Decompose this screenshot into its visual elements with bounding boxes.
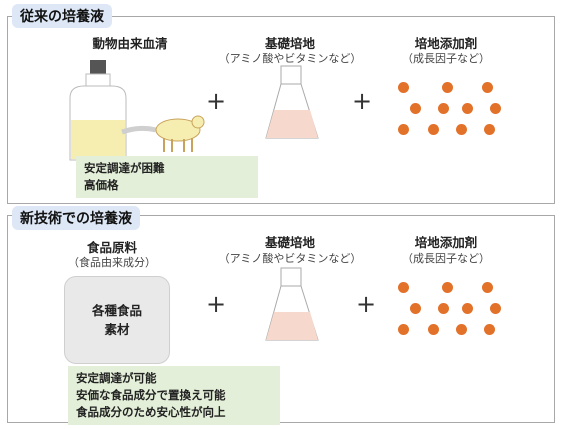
growth-factor-dot	[428, 324, 439, 335]
growth-factor-dot	[462, 303, 473, 314]
plus-sign: +	[205, 290, 227, 318]
conventional-note-line-1: 安定調達が困難	[84, 161, 165, 175]
growth-factor-dot	[410, 103, 421, 114]
growth-factor-dot	[482, 82, 493, 93]
food-material-line-1: 各種食品	[91, 303, 142, 318]
growth-factor-dot	[442, 282, 453, 293]
growth-factor-dot	[462, 103, 473, 114]
additive-sub: （成長因子など）	[402, 52, 490, 65]
food-raw-heading: 食品原料	[86, 240, 138, 255]
additive-sub: （成長因子など）	[402, 252, 490, 265]
growth-factor-dot	[456, 324, 467, 335]
conventional-tag: 従来の培養液	[12, 4, 112, 28]
growth-factor-dot	[456, 124, 467, 135]
growth-factor-dot	[398, 282, 409, 293]
growth-factor-dot	[442, 82, 453, 93]
basal-medium-sub: （アミノ酸やビタミンなど）	[218, 252, 362, 265]
new-tech-tag: 新技術での培養液	[12, 206, 140, 230]
flask-icon	[265, 267, 319, 341]
growth-factor-dot	[484, 324, 495, 335]
growth-factor-dot	[482, 282, 493, 293]
growth-factor-dot	[490, 303, 501, 314]
food-material-box: 各種食品 素材	[64, 276, 170, 364]
additive-heading: 培地添加剤	[414, 235, 478, 250]
plus-sign: +	[355, 290, 377, 318]
new-tech-note-line-2: 安価な食品成分で置換え可能	[76, 388, 226, 402]
new-tech-note-line-1: 安定調達が可能	[76, 371, 157, 385]
serum-bottle-icon	[69, 60, 127, 161]
growth-factor-dot	[428, 124, 439, 135]
plus-sign: +	[205, 87, 227, 115]
growth-factor-dot	[398, 324, 409, 335]
new-tech-note: 安定調達が可能 安価な食品成分で置換え可能 食品成分のため安心性が向上	[68, 366, 280, 425]
food-material-line-2: 素材	[104, 322, 130, 337]
growth-factor-dot	[490, 103, 501, 114]
conventional-note-line-2: 高価格	[84, 178, 119, 192]
serum-heading: 動物由来血清	[92, 36, 168, 51]
growth-factor-dot	[484, 124, 495, 135]
flask-icon	[265, 65, 319, 139]
growth-factor-dot	[398, 82, 409, 93]
plus-sign: +	[351, 87, 373, 115]
additive-heading: 培地添加剤	[414, 36, 478, 51]
growth-factor-dot	[438, 303, 449, 314]
growth-factor-dot	[438, 103, 449, 114]
basal-medium-sub: （アミノ酸やビタミンなど）	[218, 52, 362, 65]
basal-medium-heading: 基礎培地	[264, 36, 316, 51]
new-tech-note-line-3: 食品成分のため安心性が向上	[76, 405, 226, 419]
food-raw-sub: （食品由来成分）	[68, 256, 156, 269]
growth-factor-dot	[398, 124, 409, 135]
conventional-note: 安定調達が困難 高価格	[76, 156, 258, 198]
cow-icon	[121, 115, 205, 152]
growth-factor-dot	[410, 303, 421, 314]
basal-medium-heading: 基礎培地	[264, 235, 316, 250]
